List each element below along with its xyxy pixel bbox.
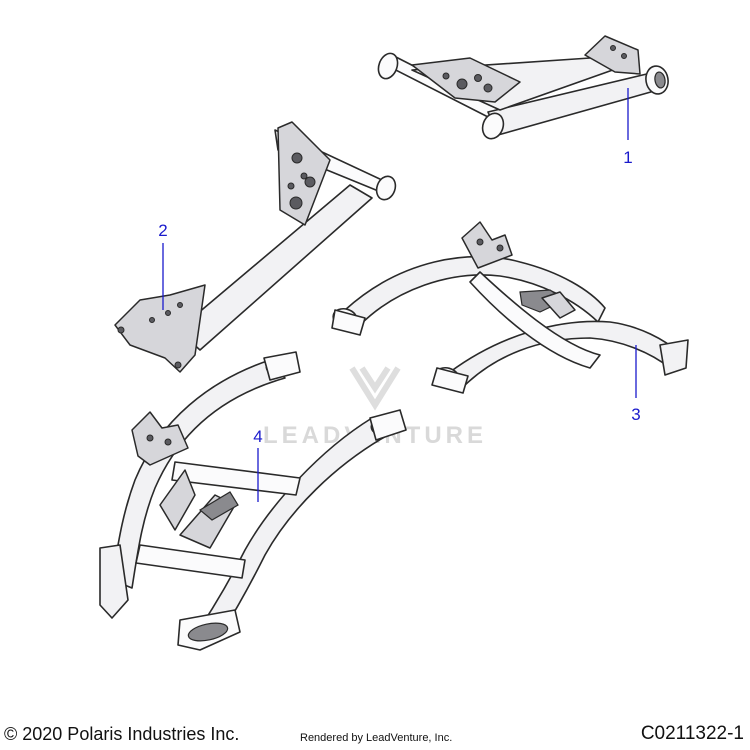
callout-3-label: 3: [631, 405, 640, 424]
part-1-upper-a-arm[interactable]: [375, 35, 670, 142]
drawing-id: C0211322-1: [640, 723, 744, 744]
rendered-by-text: Rendered by LeadVenture, Inc.: [300, 732, 453, 744]
copyright-text: © 2020 Polaris Industries Inc.: [4, 724, 240, 744]
callout-2: 2: [158, 221, 168, 310]
part-4-lower-a-arm[interactable]: [99, 351, 407, 651]
callout-2-label: 2: [158, 221, 167, 240]
watermark-logo-icon: [349, 366, 401, 411]
part-2-upper-a-arm[interactable]: [114, 121, 399, 373]
callout-4: 4: [253, 427, 263, 502]
callout-1: 1: [623, 88, 633, 167]
callout-4-label: 4: [253, 427, 262, 446]
callout-3: 3: [631, 345, 641, 424]
callout-1-label: 1: [623, 148, 632, 167]
part-3-lower-a-arm[interactable]: [331, 221, 689, 394]
